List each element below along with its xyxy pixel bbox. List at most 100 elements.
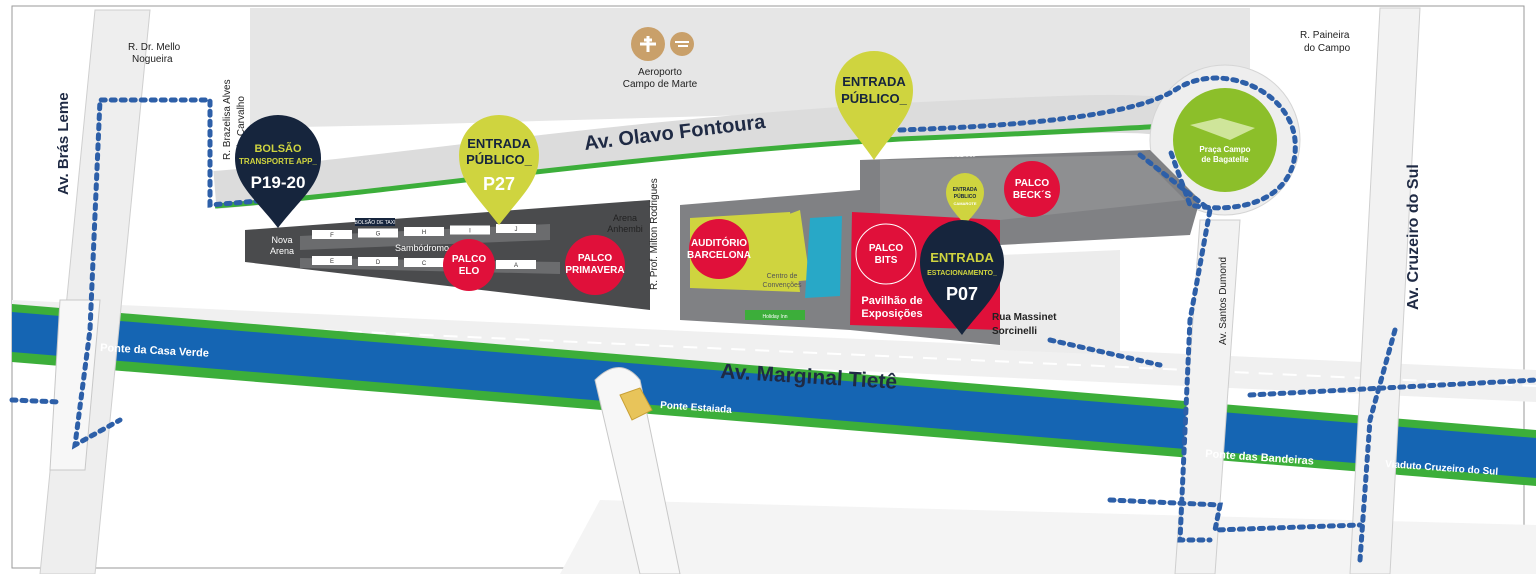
stage-primavera[interactable]: PALCO PRIMAVERA [565, 235, 625, 295]
praca-monument [1190, 118, 1255, 140]
massinet-label-1: Rua Massinet [992, 312, 1057, 323]
centro-label-1: Centro de [767, 273, 798, 280]
dr-mello-label-2: Nogueira [132, 54, 173, 65]
bolsao-taxi-label-1: BOLSÃO DE TAXI [355, 219, 396, 226]
pin-small-l1: ENTRADA [953, 187, 978, 193]
stage-becks[interactable]: PALCO BECK´S [1004, 161, 1060, 217]
airport-label-2: Campo de Marte [623, 79, 698, 90]
sector-top-J [496, 224, 536, 233]
milton-label: R. Prof. Milton Rodrigues [649, 178, 660, 290]
pin-p27[interactable]: ENTRADA PÚBLICO_ P27 [459, 115, 539, 225]
stage-primavera-label-1: PALCO [578, 253, 612, 264]
pin-p27-l1: ENTRADA [467, 136, 531, 151]
pin-p07-l2: ESTACIONAMENTO_ [927, 270, 997, 277]
pin-p07[interactable]: ENTRADA ESTACIONAMENTO_ P07 [920, 220, 1004, 335]
nova-arena-label-2: Arena [270, 246, 294, 256]
stage-bits[interactable]: PALCO BITS [855, 223, 917, 285]
sector-label-F: F [330, 233, 334, 239]
pin-p27-l3: P27 [483, 174, 515, 194]
pin-p27-l2: PÚBLICO_ [466, 152, 533, 167]
santos-dumond-road [1174, 219, 1241, 574]
cruzeiro-label: Av. Cruzeiro do Sul [1405, 164, 1422, 310]
paineira-label-1: R. Paineira [1300, 30, 1350, 41]
pin-publico-l2: PÚBLICO_ [841, 91, 908, 106]
pin-p27-marker [459, 115, 539, 225]
route-east [1247, 377, 1536, 398]
brazelisa-label-2: de Carvalho [236, 96, 247, 150]
holiday-inn-building [745, 310, 805, 320]
arena-anhembi-label-2: Anhembi [607, 224, 643, 234]
river [12, 312, 1536, 478]
estaiada-label: Ponte Estaiada [660, 400, 733, 416]
pin-small[interactable]: ENTRADA PÚBLICO CAMAROTE [946, 173, 984, 225]
sector-label-I: I [469, 229, 471, 235]
sector-bottom-C [404, 258, 444, 267]
pin-bolsao-l1: BOLSÃO [254, 142, 302, 155]
pin-small-l3: CAMAROTE [953, 201, 976, 206]
centro-convencoes-building [760, 210, 810, 285]
bras-leme-label: Av. Brás Leme [55, 92, 72, 195]
santos-dumond-label: Av. Santos Dumond [1218, 257, 1229, 345]
route-west [71, 97, 273, 450]
pin-p07-l1: ENTRADA [930, 250, 994, 265]
stage-becks-label-2: BECK´S [1013, 190, 1052, 201]
airport-label-1: Aeroporto [638, 67, 682, 78]
pin-publico-marker [835, 51, 913, 160]
stage-elo-label-2: ELO [459, 266, 480, 277]
stage-barcelona-label-2: BARCELONA [687, 250, 751, 261]
sector-top-F [312, 230, 352, 239]
bolsao-taxi-badge-1 [355, 218, 395, 226]
route-santos-dumond [1137, 152, 1213, 543]
stage-elo[interactable]: PALCO ELO [443, 239, 495, 291]
pin-publico-l1: ENTRADA [842, 74, 906, 89]
centro-label-2: Convenções [763, 282, 802, 289]
stage-primavera-label-2: PRIMAVERA [565, 265, 624, 276]
ground-bottom [560, 500, 1536, 574]
sector-bottom-E [312, 256, 352, 265]
bolsao-taxi-label-2: BOLSÃO DE TAXI [935, 152, 976, 159]
sector-bottom-D [358, 257, 398, 266]
praca-bagatelle [1173, 88, 1277, 192]
pin-p07-l3: P07 [946, 284, 978, 304]
sector-top-H [404, 227, 444, 236]
sector-label-E: E [330, 259, 334, 265]
sector-label-J: J [515, 227, 518, 233]
dr-mello-label-1: R. Dr. Mello [128, 42, 181, 53]
sector-label-G: G [376, 232, 381, 238]
pin-small-marker [946, 173, 984, 225]
pin-bolsao-l3: P19-20 [251, 173, 306, 192]
pin-p07-marker [920, 220, 1004, 335]
airplane-glyph [640, 36, 656, 52]
casa-verde-label: Ponte da Casa Verde [100, 342, 209, 360]
pin-bolsao-l2: TRANSPORTE APP_ [239, 157, 317, 166]
stage-elo-label-1: PALCO [452, 254, 486, 265]
dotted-routes [9, 75, 1536, 563]
pin-publico[interactable]: ENTRADA PÚBLICO_ [835, 51, 913, 160]
pin-small-l2: PÚBLICO [954, 193, 977, 200]
helicopter-icon [670, 32, 694, 56]
sambodromo-label: Sambódromo [395, 243, 449, 253]
olavo-greenstrip [214, 123, 1171, 209]
route-cruzeiro [1357, 327, 1398, 563]
estaiada-bridge [594, 367, 681, 574]
sector-label-H: H [422, 230, 426, 236]
stage-bits-label-1: PALCO [869, 243, 903, 254]
marginal-road [12, 300, 1536, 402]
massinet-block [1000, 250, 1120, 355]
sector-top-G [358, 228, 398, 238]
holiday-inn-label: Holiday Inn [762, 314, 787, 320]
stage-barcelona-label-1: AUDITÓRIO [691, 236, 747, 249]
water-feature [805, 216, 842, 298]
pavilhao-label-1: Pavilhão de [861, 295, 922, 307]
route-massinet [1047, 337, 1163, 368]
route-bottom [1107, 497, 1363, 533]
cruzeiro-road [1349, 7, 1421, 574]
sector-bottom-A [496, 260, 536, 269]
pavilhao-label-2: Exposições [861, 308, 922, 320]
paineira-label-2: do Campo [1304, 43, 1351, 54]
pin-bolsao[interactable]: BOLSÃO TRANSPORTE APP_ P19-20 [235, 115, 321, 228]
praca-label-1: Praça Campo [1199, 145, 1250, 154]
arena-anhembi-label-1: Arena [613, 213, 637, 223]
stage-barcelona[interactable]: AUDITÓRIO BARCELONA [687, 219, 751, 279]
